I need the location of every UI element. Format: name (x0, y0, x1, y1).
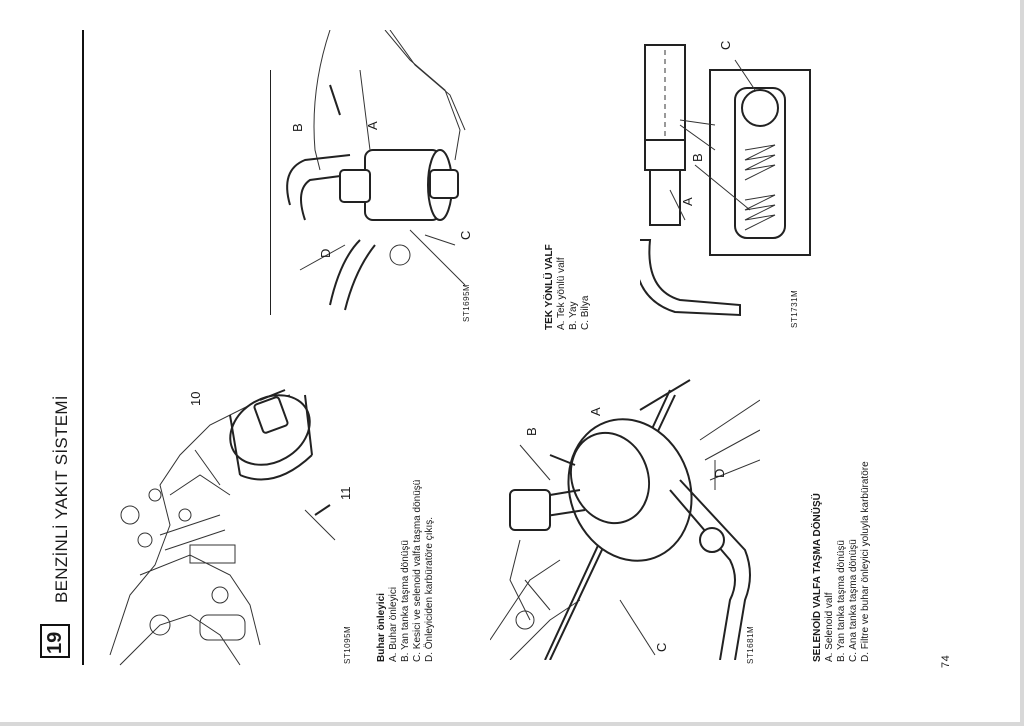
callout-11: 11 (338, 486, 353, 501)
page-folio: 74 (940, 654, 952, 668)
header-divider (82, 30, 84, 665)
caption-item: A. Selenoid valf (824, 592, 835, 663)
callout-10: 10 (188, 391, 203, 406)
page-number-box (40, 624, 70, 658)
caption-item: C. Bilya (580, 295, 591, 330)
figure-st1095m (109, 389, 336, 666)
callout-a: A (588, 407, 603, 416)
callout-b: B (290, 123, 305, 132)
callout-a: A (680, 197, 695, 206)
caption-solenoid-return: SELENOİD VALFA TAŞMA DÖNÜŞÜ A. Selenoid … (812, 461, 872, 662)
callout-d: D (712, 468, 727, 478)
caption-item: B. Yay (568, 301, 579, 330)
caption-one-way-valve: TEK YÖNLÜ VALF A. Tek yönlü valf B. Yay … (544, 244, 592, 330)
figure-code-st1681m: ST1681M (746, 625, 755, 664)
caption-title: Buhar önleyici (376, 593, 387, 662)
caption-item: B. Yan tanka taşma dönüşü (836, 540, 847, 662)
caption-title: TEK YÖNLÜ VALF (544, 244, 555, 330)
callout-a: A (365, 121, 380, 130)
figure-code-st1731m: ST1731M (790, 289, 799, 328)
page-number: 19 (44, 631, 66, 654)
callout-d: D (318, 248, 333, 258)
callout-c: C (718, 40, 733, 50)
caption-item: A. Buhar önleyici (388, 586, 399, 662)
caption-vapour-separator: Buhar önleyici A. Buhar önleyici B. Yan … (376, 480, 436, 662)
caption-item: B. Yan tanka taşma dönüşü (400, 540, 411, 662)
figure-st1731m (640, 44, 811, 317)
callout-b: B (524, 427, 539, 436)
caption-item: D. Önleyiciden karbüratöre çıkış. (424, 516, 435, 662)
figure-code-st1695m: ST1695M (462, 283, 471, 322)
caption-item: D. Filtre ve buhar önleyici yoluyla karb… (860, 461, 871, 662)
figure-st1681m (490, 379, 760, 660)
caption-title: SELENOİD VALFA TAŞMA DÖNÜŞÜ (812, 493, 823, 662)
callout-c: C (458, 230, 473, 240)
callout-b: B (690, 153, 705, 162)
figure-code-st1095m: ST1095M (343, 625, 352, 664)
page-title: BENZİNLİ YAKIT SİSTEMİ (52, 395, 71, 603)
callout-c: C (654, 642, 669, 652)
caption-item: C. Kesici ve selenoid valfa taşma dönüşü (412, 479, 423, 662)
figure-st1695m (270, 30, 466, 315)
caption-item: A. Tek yönlü valf (556, 257, 567, 330)
caption-item: C. Ana tanka taşma dönüşü (848, 539, 859, 662)
